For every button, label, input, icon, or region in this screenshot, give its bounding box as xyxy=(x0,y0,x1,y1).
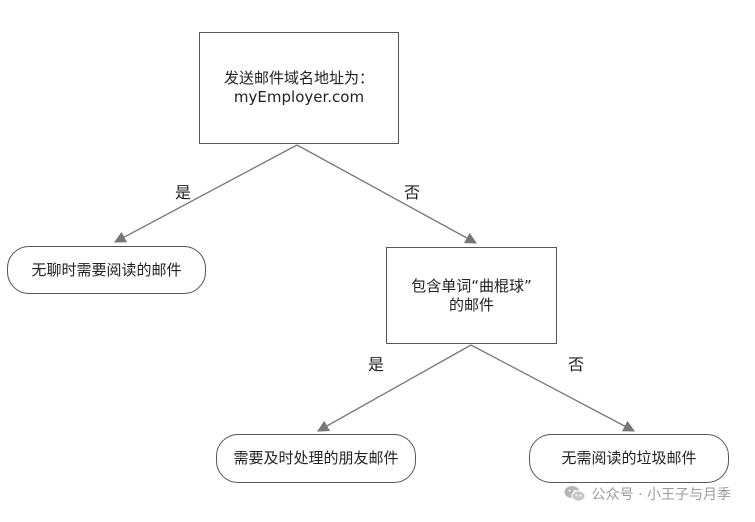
decision-node-contains-hockey-line2: 的邮件 xyxy=(448,295,494,314)
edge-root-no xyxy=(296,144,478,244)
wechat-icon xyxy=(564,486,586,502)
watermark: 公众号 · 小王子与月季 xyxy=(564,484,731,504)
edge-label-hockey-no: 否 xyxy=(568,355,585,374)
leaf-node-read-when-bored-label: 无聊时需要阅读的邮件 xyxy=(31,260,182,279)
edge-label-root-yes: 是 xyxy=(175,183,192,202)
edge-label-root-no: 否 xyxy=(404,183,421,202)
decision-node-sender-domain-line1: 发送邮件域名地址为： xyxy=(223,69,374,87)
leaf-node-read-when-bored: 无聊时需要阅读的邮件 xyxy=(7,246,206,294)
leaf-node-spam-label: 无需阅读的垃圾邮件 xyxy=(561,449,697,467)
watermark-text: 公众号 · 小王子与月季 xyxy=(591,487,731,503)
leaf-node-friend-email-label: 需要及时处理的朋友邮件 xyxy=(233,449,399,467)
leaf-node-spam: 无需阅读的垃圾邮件 xyxy=(529,434,729,483)
decision-node-contains-hockey: 包含单词“曲棍球” 的邮件 xyxy=(386,247,557,344)
leaf-node-friend-email: 需要及时处理的朋友邮件 xyxy=(216,434,416,483)
decision-node-contains-hockey-line1: 包含单词“曲棍球” xyxy=(411,276,532,295)
decision-node-sender-domain: 发送邮件域名地址为： myEmployer.com xyxy=(199,32,399,144)
edge-root-yes xyxy=(113,144,298,243)
edge-hockey-yes xyxy=(316,344,472,432)
edge-hockey-no xyxy=(470,344,636,432)
edge-label-hockey-yes: 是 xyxy=(368,355,385,374)
decision-node-sender-domain-line2: myEmployer.com xyxy=(233,88,365,106)
